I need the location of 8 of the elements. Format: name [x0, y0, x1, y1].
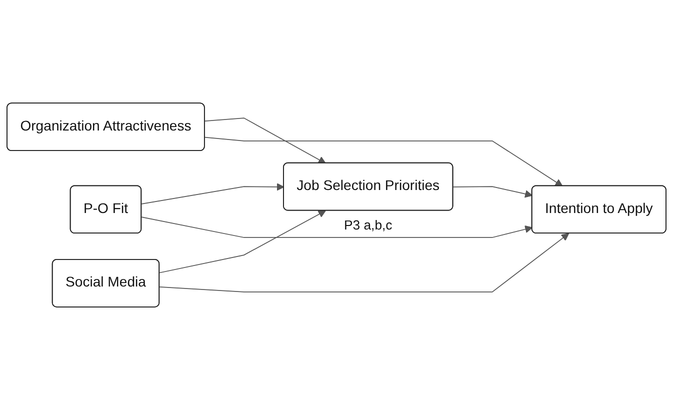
arrow [452, 186, 533, 198]
arrow [141, 216, 533, 238]
arrow [159, 210, 326, 274]
node-caption: P3 a,b,c [344, 218, 392, 233]
arrow [159, 233, 570, 292]
arrow [141, 183, 284, 204]
arrow [204, 118, 326, 164]
arrow [204, 136, 563, 186]
